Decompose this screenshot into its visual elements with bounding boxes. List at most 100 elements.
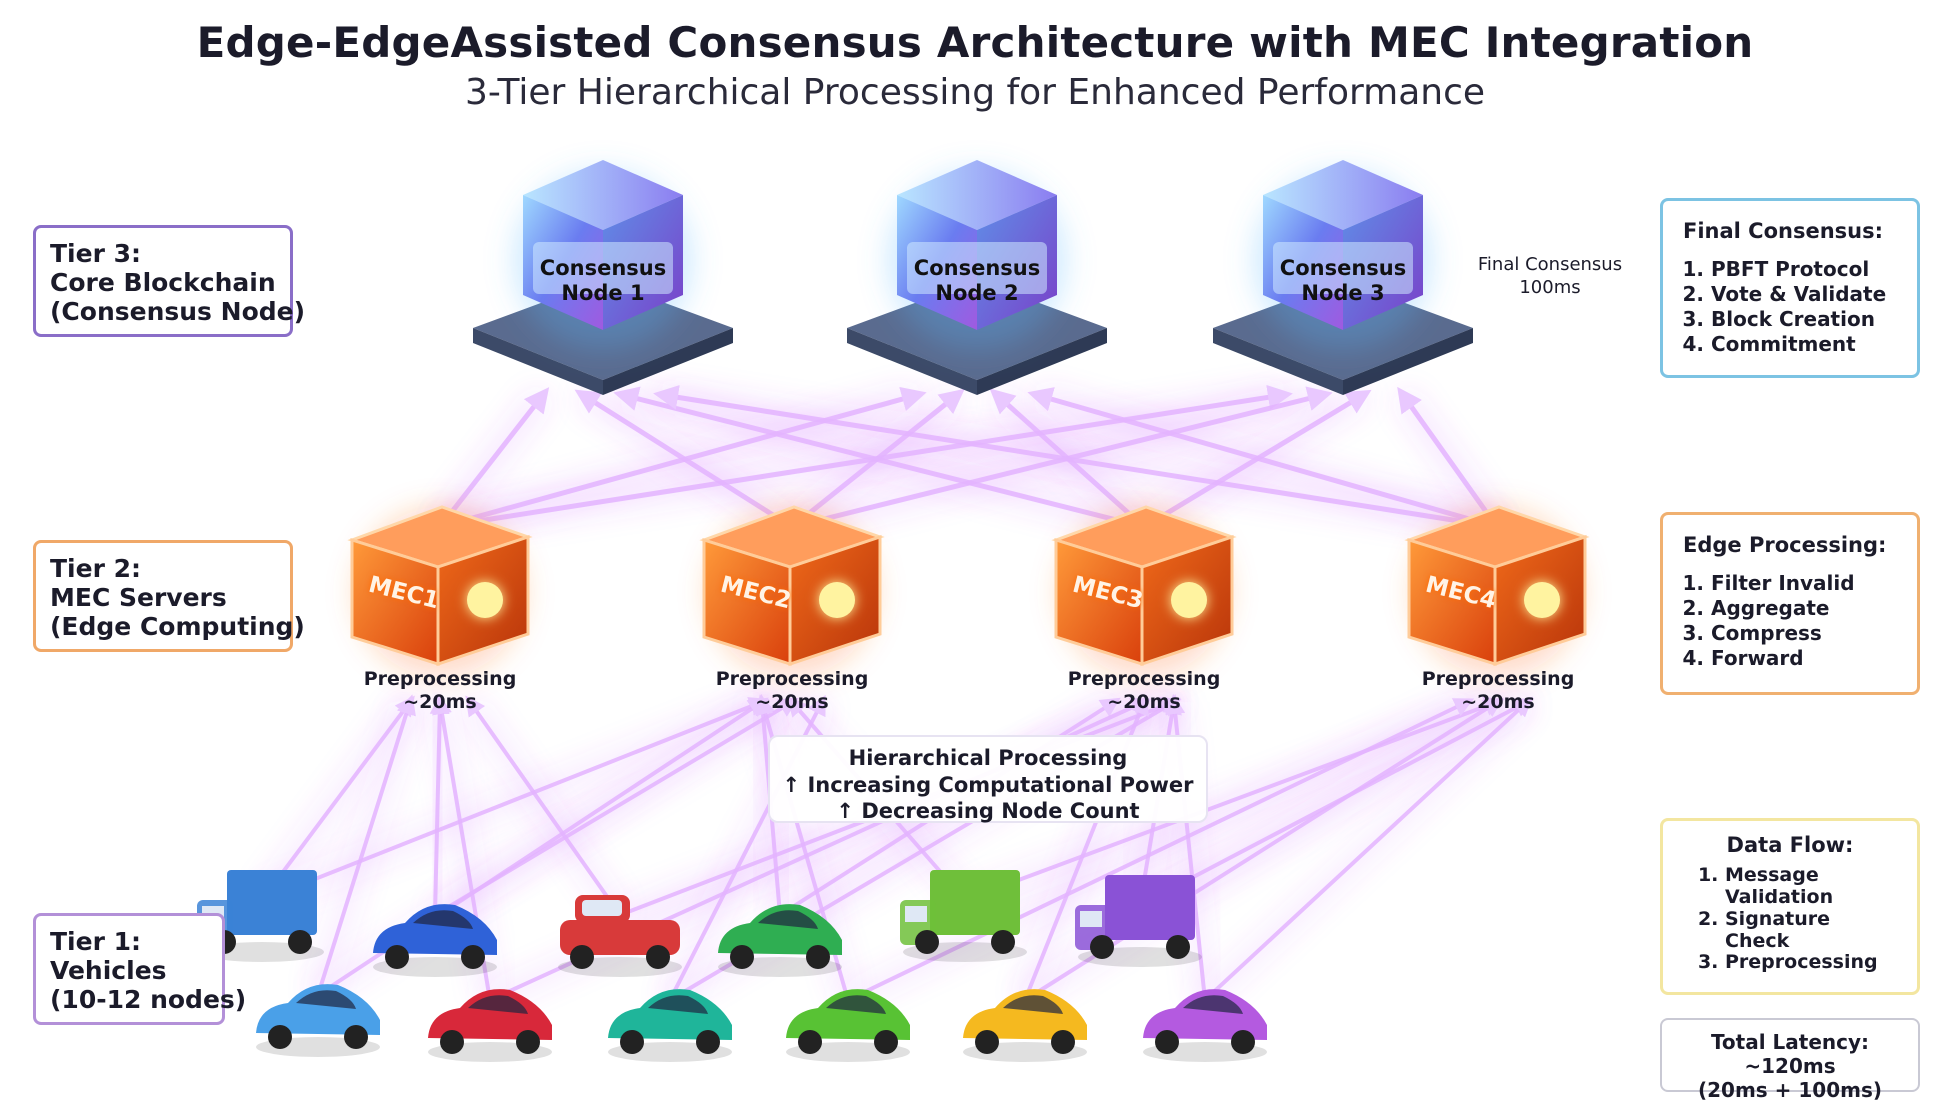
tier3-name: Core Blockchain bbox=[50, 267, 276, 297]
edge-processing-heading: Edge Processing: bbox=[1683, 533, 1887, 557]
vehicle-wheel bbox=[915, 930, 939, 954]
cube-platform-side bbox=[1213, 328, 1343, 395]
tier2-label-box: Tier 2: MEC Servers (Edge Computing) bbox=[33, 540, 305, 652]
total-latency-value: Total Latency: ~120ms bbox=[1710, 1030, 1870, 1078]
truck-window bbox=[1080, 911, 1102, 927]
cube-label-panel bbox=[907, 242, 1047, 294]
data-flow-box: Data Flow: Message Validation Signature … bbox=[1660, 818, 1920, 995]
consensus-node-cube bbox=[473, 160, 733, 395]
tier2-name: MEC Servers bbox=[50, 582, 227, 612]
mec-to-consensus-arrow bbox=[613, 386, 1145, 530]
car-window bbox=[413, 910, 473, 929]
vehicle-to-mec-arrow bbox=[429, 694, 450, 916]
car-window bbox=[1003, 995, 1063, 1014]
car-window bbox=[468, 995, 528, 1014]
vehicle-car bbox=[1143, 989, 1267, 1062]
tier3-label-box: Tier 3: Core Blockchain (Consensus Node) bbox=[33, 225, 306, 337]
final-consensus-list: PBFT Protocol Vote & Validate Block Crea… bbox=[1683, 257, 1897, 357]
vehicle-car bbox=[963, 989, 1087, 1062]
vehicle-wheel bbox=[975, 1030, 999, 1054]
car-body bbox=[608, 989, 732, 1040]
hierarchical-count: ↑ Decreasing Node Count bbox=[836, 799, 1140, 824]
mec-to-consensus-arrow bbox=[653, 384, 1498, 530]
mec-server-cube bbox=[699, 505, 885, 677]
cube-label-panel bbox=[1273, 242, 1413, 294]
vehicle-to-mec-arrow bbox=[316, 694, 416, 996]
pickup-window bbox=[582, 900, 622, 916]
mec-to-consensus-arrow bbox=[574, 389, 794, 530]
vehicle-wheel bbox=[696, 1030, 720, 1054]
vehicle-truck bbox=[1075, 875, 1202, 967]
vehicle-wheel bbox=[516, 1030, 540, 1054]
list-item: Message Validation bbox=[1725, 864, 1897, 909]
vehicle-wheel bbox=[620, 1030, 644, 1054]
mec4-preprocessing-label: Preprocessing~20ms bbox=[1421, 668, 1575, 713]
vehicle-car bbox=[256, 984, 380, 1057]
mec2-preprocessing-label: Preprocessing~20ms bbox=[715, 668, 869, 713]
tier1-label-box: Tier 1: Vehicles (10-12 nodes) bbox=[33, 913, 247, 1025]
car-body bbox=[256, 984, 380, 1035]
mec3-preprocessing-label: Preprocessing~20ms bbox=[1067, 668, 1221, 713]
tier2-desc: (Edge Computing) bbox=[50, 611, 305, 641]
mec-core-light bbox=[1524, 582, 1560, 618]
tier1-desc: (10-12 nodes) bbox=[50, 984, 247, 1014]
tier1-name: Vehicles bbox=[50, 955, 167, 985]
vehicle-car bbox=[428, 989, 552, 1062]
car-window bbox=[758, 910, 818, 929]
cube-label-panel bbox=[533, 242, 673, 294]
final-consensus-box: Final Consensus: PBFT Protocol Vote & Va… bbox=[1660, 198, 1920, 378]
mec-core-light bbox=[819, 582, 855, 618]
hierarchical-title: Hierarchical Processing bbox=[848, 746, 1128, 770]
mec-to-consensus-arrow bbox=[1142, 389, 1372, 530]
hierarchical-power: ↑ Increasing Computational Power bbox=[782, 772, 1194, 797]
list-item: PBFT Protocol bbox=[1711, 257, 1897, 282]
truck-cargo bbox=[1105, 875, 1195, 940]
vehicle-wheel bbox=[1155, 1030, 1179, 1054]
edge-processing-box: Edge Processing: Filter Invalid Aggregat… bbox=[1660, 512, 1920, 695]
vehicle-wheel bbox=[570, 945, 594, 969]
vehicle-car bbox=[373, 904, 497, 977]
car-window bbox=[826, 995, 886, 1014]
final-consensus-time-label: Final Consensus 100ms bbox=[1477, 254, 1623, 298]
truck-window bbox=[905, 906, 927, 922]
vehicle-wheel bbox=[268, 1025, 292, 1049]
list-item: Preprocessing bbox=[1725, 952, 1897, 974]
truck-cargo bbox=[930, 870, 1020, 935]
total-latency-box: Total Latency: ~120ms (20ms + 100ms) bbox=[1660, 1018, 1920, 1102]
vehicle-truck bbox=[900, 870, 1027, 962]
list-item: Block Creation bbox=[1711, 307, 1897, 332]
vehicle-pickup bbox=[558, 895, 682, 977]
car-window bbox=[1183, 995, 1243, 1014]
truck-cargo bbox=[227, 870, 317, 935]
list-item: Compress bbox=[1711, 621, 1897, 646]
list-item: Signature Check bbox=[1725, 908, 1897, 953]
vehicle-wheel bbox=[288, 930, 312, 954]
car-window bbox=[296, 990, 356, 1009]
mec-server-cube bbox=[347, 505, 533, 677]
diagram-title: Edge-EdgeAssisted Consensus Architecture… bbox=[196, 18, 1754, 67]
mec-server-cube bbox=[1404, 505, 1590, 677]
vehicle-wheel bbox=[806, 945, 830, 969]
car-body bbox=[428, 989, 552, 1040]
vehicle-wheel bbox=[1051, 1030, 1075, 1054]
car-body bbox=[1143, 989, 1267, 1040]
mec-to-consensus-arrow bbox=[1397, 386, 1500, 529]
mec-server-cube bbox=[1051, 505, 1237, 677]
list-item: Aggregate bbox=[1711, 596, 1897, 621]
tier3-desc: (Consensus Node) bbox=[50, 296, 306, 326]
mec-to-consensus-arrow bbox=[791, 386, 1333, 530]
pickup-body bbox=[560, 920, 680, 955]
vehicle-to-mec-arrow bbox=[1203, 696, 1533, 1002]
diagram-subtitle: 3-Tier Hierarchical Processing for Enhan… bbox=[464, 72, 1486, 113]
list-item: Forward bbox=[1711, 646, 1897, 671]
car-window bbox=[648, 995, 708, 1014]
vehicle-wheel bbox=[385, 945, 409, 969]
vehicle-wheel bbox=[730, 945, 754, 969]
data-flow-list: Message Validation Signature Check Prepr… bbox=[1683, 864, 1897, 974]
edge-processing-list: Filter Invalid Aggregate Compress Forwar… bbox=[1683, 571, 1897, 671]
mec-core-light bbox=[1171, 582, 1207, 618]
mec-to-consensus-arrow bbox=[438, 387, 550, 529]
vehicle-to-mec-arrow bbox=[465, 695, 622, 917]
vehicle-wheel bbox=[646, 945, 670, 969]
